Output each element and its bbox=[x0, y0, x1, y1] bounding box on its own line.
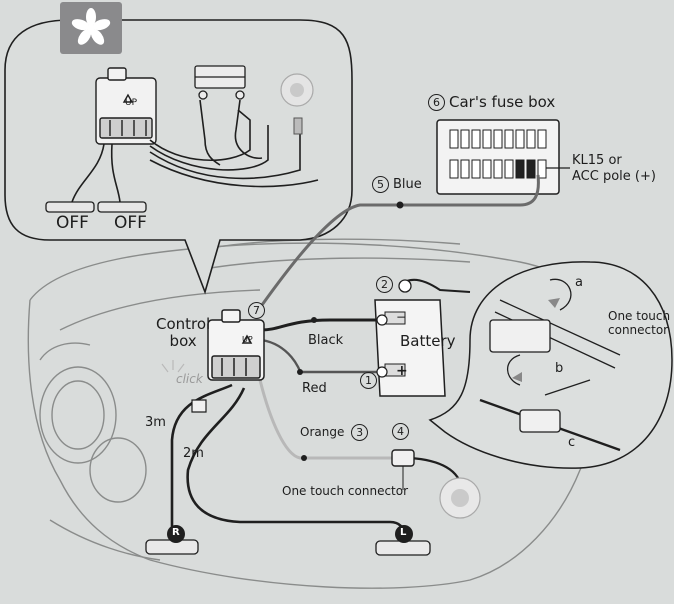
red-label: Red bbox=[302, 381, 327, 396]
off-right-label: OFF bbox=[114, 213, 147, 233]
fuse-box-label: Car's fuse box bbox=[449, 93, 556, 111]
blue-wire bbox=[260, 174, 540, 306]
control-box bbox=[207, 309, 265, 381]
lamp-l-label: L bbox=[400, 527, 407, 538]
red-step-number: 1 bbox=[360, 372, 377, 389]
inset-lamps bbox=[45, 201, 147, 213]
one-touch-connector bbox=[391, 449, 415, 467]
battery-step-number: 2 bbox=[376, 276, 393, 293]
control-box-label-2: box bbox=[169, 332, 197, 351]
orange-title: Orange 3 bbox=[300, 424, 372, 441]
acc-pole-label: ACC pole (+) bbox=[572, 169, 656, 184]
orange-step-number: 3 bbox=[351, 424, 369, 441]
inset-wires bbox=[71, 99, 319, 203]
blue-label: Blue bbox=[393, 177, 422, 192]
speaker bbox=[439, 477, 481, 519]
orange-wire bbox=[258, 379, 400, 460]
control-box-number-wrap: 7 bbox=[248, 302, 269, 319]
length-3m-label: 3m bbox=[145, 415, 166, 430]
step-a-label: a bbox=[575, 275, 583, 290]
one-touch-connector-label: One touch connector bbox=[282, 484, 409, 498]
battery bbox=[374, 299, 446, 397]
blue-step-number: 5 bbox=[372, 176, 389, 193]
red-step: 1 bbox=[360, 372, 381, 389]
one-touch-inset-label-2: connector bbox=[608, 323, 669, 337]
control-box-label-1: Control bbox=[156, 315, 211, 333]
ground-bolt bbox=[398, 278, 471, 293]
kl15-label: KL15 or bbox=[572, 153, 622, 168]
up-inset-label: UP bbox=[125, 98, 138, 108]
inset-control-box bbox=[95, 67, 157, 145]
battery-label: Battery bbox=[400, 332, 456, 350]
connector-inset bbox=[428, 261, 673, 469]
step-c-label: c bbox=[568, 435, 576, 450]
connector-step: 4 bbox=[392, 423, 413, 440]
orange-label: Orange bbox=[300, 425, 345, 439]
lamp-left bbox=[375, 525, 431, 556]
inset-speaker bbox=[280, 73, 314, 135]
click-label: click bbox=[176, 372, 203, 386]
control-box-title: Control box bbox=[156, 315, 211, 351]
wire-2m bbox=[186, 387, 406, 536]
length-2m-label: 2m bbox=[183, 446, 204, 461]
lamp-r-label: R bbox=[172, 527, 180, 538]
fuse-box bbox=[436, 119, 570, 195]
blue-wire-joint bbox=[396, 201, 404, 209]
minus-label: − bbox=[396, 310, 407, 324]
control-step-number: 7 bbox=[248, 302, 265, 319]
lamp-right bbox=[145, 525, 199, 555]
one-touch-inset-label-1: One touch bbox=[608, 309, 671, 323]
black-wire bbox=[261, 318, 380, 332]
connector-step-number: 4 bbox=[392, 423, 409, 440]
click-burst bbox=[161, 360, 185, 373]
ground-step: 2 bbox=[376, 276, 397, 293]
off-left-label: OFF bbox=[56, 213, 89, 233]
plus-label: + bbox=[396, 363, 408, 379]
black-label: Black bbox=[308, 333, 344, 348]
fuse-box-step-number: 6 bbox=[428, 94, 445, 111]
blue-wire-title: 5 Blue bbox=[372, 176, 422, 193]
inset-fuse-box bbox=[194, 65, 246, 100]
step-b-label: b bbox=[555, 361, 564, 376]
up-main-label: UP bbox=[242, 335, 253, 344]
fan-icon bbox=[71, 8, 111, 45]
